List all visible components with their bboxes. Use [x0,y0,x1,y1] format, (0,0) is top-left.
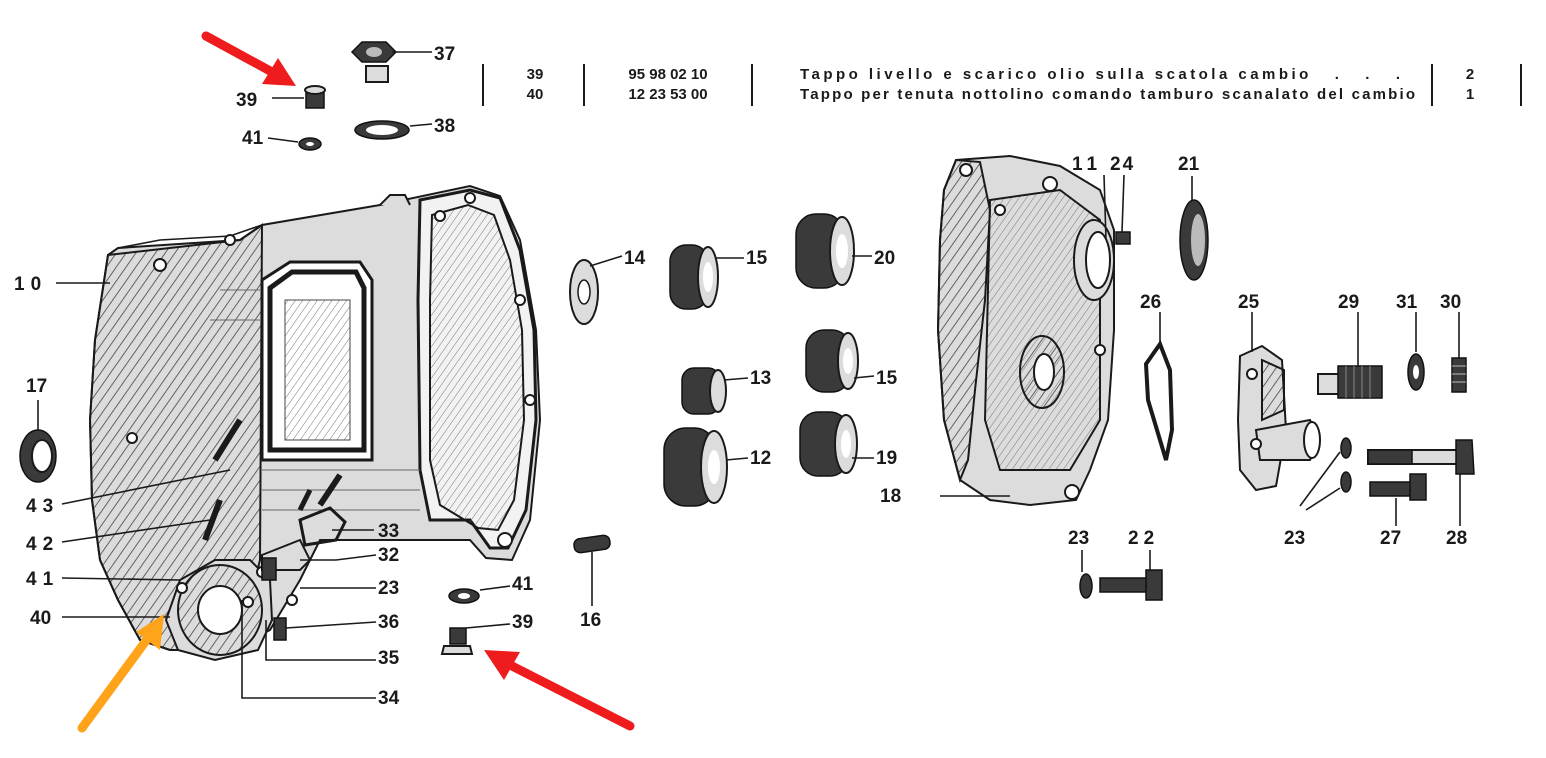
callout-16: 16 [580,610,601,631]
callout-15-mid: 15 [876,368,898,389]
callout-26: 26 [1140,292,1161,313]
table-row: 40 12 23 53 00 Tappo per tenuta nottolin… [527,86,1475,103]
level-plug-39 [272,85,326,109]
callout-40: 40 [30,608,51,629]
callout-17: 17 [26,376,47,397]
callout-31: 31 [1396,292,1418,313]
callout-11: 11 [1072,154,1102,175]
washer-31 [1407,312,1425,391]
leader [265,620,376,661]
callout-29: 29 [1338,292,1359,313]
table-code: 12 23 53 00 [628,86,707,103]
callout-21: 21 [1178,154,1200,175]
gearbox-housing-10 [88,184,542,662]
callout-43: 43 [26,496,59,517]
plug-29 [1317,312,1383,399]
table-ref: 39 [527,66,544,83]
callout-labels: 37 39 41 38 10 17 43 42 41 40 33 32 23 3… [14,44,1467,709]
callout-19: 19 [876,448,897,469]
callout-41: 41 [242,128,264,149]
inset-small-parts [267,41,433,151]
bolt-27 [1369,473,1427,526]
leader [61,519,211,543]
selector-cover [164,559,298,662]
washer-38 [354,120,433,140]
callout-28: 28 [1446,528,1467,549]
callout-35: 35 [378,648,400,669]
callout-34: 34 [378,688,400,709]
red-arrow-bottom [484,650,635,731]
table-qty: 2 [1466,66,1474,83]
callout-18: 18 [880,486,901,507]
table-qty: 1 [1466,86,1474,103]
callout-22: 22 [1128,528,1159,549]
table-description: Tappo livello e scarico olio sulla scato… [800,66,1400,83]
callout-23-left: 23 [378,578,399,599]
washer-41-mid [448,585,511,604]
bearing-12 [663,427,749,507]
gearbox-cover-18 [936,154,1131,507]
callout-32: 32 [378,545,399,566]
callout-15-top: 15 [746,248,768,269]
callout-10: 10 [14,274,47,295]
oil-seal-21 [1179,176,1209,281]
callout-13: 13 [750,368,771,389]
leader [61,469,231,505]
callout-42: 42 [26,534,59,555]
leader [300,554,377,561]
bearing-15-mid [805,329,875,393]
callout-37: 37 [434,44,455,65]
washer-23-center [1079,550,1093,599]
bearing-15-top [669,244,744,310]
callout-39: 39 [236,90,257,111]
washer-41 [267,137,322,151]
leader [61,577,181,581]
callout-36: 36 [378,612,399,633]
drain-plug-37 [350,41,432,83]
parts-table: 39 95 98 02 10 Tappo livello e scarico o… [482,64,1522,106]
callout-12: 12 [750,448,771,469]
bolt-22 [1099,550,1163,601]
callout-14: 14 [624,248,646,269]
callout-30: 30 [1440,292,1461,313]
table-description: Tappo per tenuta nottolino comando tambu… [800,86,1415,103]
callout-41-mid: 41 [512,574,534,595]
shim-14 [569,255,623,325]
callout-24: 24 [1110,154,1135,175]
bolt-28 [1367,439,1475,526]
spring-30 [1451,312,1467,393]
bearing-20 [795,213,872,289]
leader [285,621,377,629]
gasket-33 [261,506,347,581]
leader [241,600,376,699]
oil-pump-25 [1236,312,1322,492]
bearing-19 [799,411,874,477]
callout-25: 25 [1238,292,1260,313]
table-code: 95 98 02 10 [628,66,707,83]
drain-plug-39-mid [440,623,511,655]
table-row: 39 95 98 02 10 Tappo livello e scarico o… [527,66,1475,83]
gasket-26 [1143,312,1175,461]
red-arrow-top [201,31,296,86]
callout-20: 20 [874,248,895,269]
table-ref: 40 [527,86,544,103]
callout-23-right: 23 [1284,528,1305,549]
callout-33: 33 [378,521,399,542]
washers-23-right [1299,437,1352,511]
callout-41-side: 41 [26,569,59,590]
bearing-13 [681,367,749,415]
callout-27: 27 [1380,528,1401,549]
dowel-pin-16 [573,534,611,606]
callout-23-center: 23 [1068,528,1089,549]
oil-seal-17 [19,400,57,483]
orange-arrow [77,614,164,733]
callout-38: 38 [434,116,455,137]
callout-39-mid: 39 [512,612,533,633]
